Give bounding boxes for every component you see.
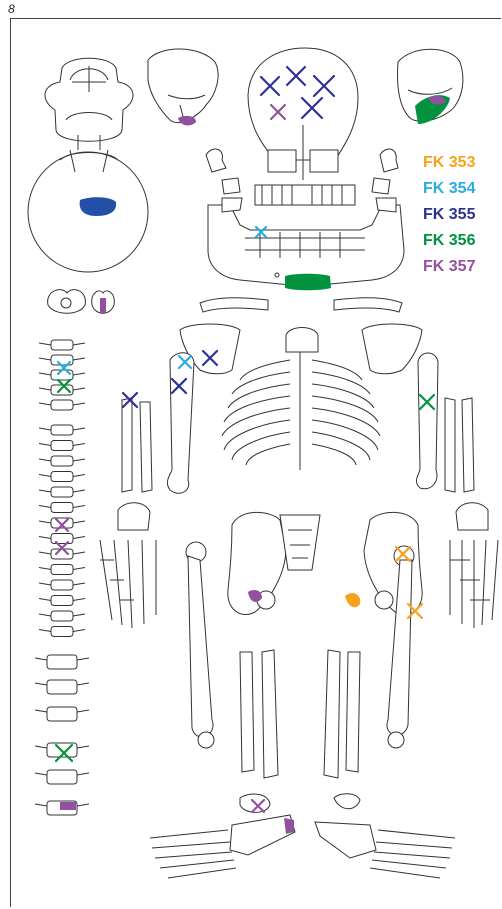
arm-left <box>122 353 194 494</box>
pelvis <box>228 512 422 614</box>
vertebra <box>39 400 85 410</box>
vertebra <box>39 627 85 637</box>
foot-left <box>150 794 295 878</box>
vertebra <box>39 340 85 350</box>
vertebra <box>39 549 85 559</box>
legend-item: FK 355 <box>423 202 475 228</box>
hand-right <box>450 503 498 628</box>
hand-left <box>100 503 156 628</box>
vertebra <box>39 565 85 575</box>
fk353-mark-right-ischium <box>345 593 360 607</box>
fk357-mark-sacrum <box>60 802 76 810</box>
vertebra <box>39 596 85 606</box>
foot-right <box>315 794 455 878</box>
fk357-mark-axis <box>100 298 106 313</box>
vertebral-column <box>35 340 89 815</box>
vertebra <box>35 770 89 784</box>
legend-item: FK 353 <box>423 150 475 176</box>
skull-top-view <box>28 58 148 272</box>
vertebra <box>35 680 89 694</box>
vertebra <box>39 441 85 451</box>
vertebra <box>39 503 85 513</box>
legend: FK 353FK 354FK 355FK 356FK 357 <box>423 150 475 280</box>
vertebra <box>39 534 85 544</box>
vertebra <box>39 355 85 365</box>
leg-right <box>324 546 414 778</box>
ribcage <box>222 328 380 471</box>
skull-front-view <box>208 48 404 290</box>
vertebra <box>39 487 85 497</box>
legend-item: FK 356 <box>423 228 475 254</box>
vertebra <box>35 655 89 669</box>
legend-item: FK 357 <box>423 254 475 280</box>
vertebra <box>39 472 85 482</box>
vertebra <box>39 456 85 466</box>
vertebra <box>39 580 85 590</box>
skull-lateral-right <box>398 49 463 124</box>
legend-item: FK 354 <box>423 176 475 202</box>
arm-right <box>416 353 474 492</box>
vertebra <box>35 707 89 721</box>
fk356-mark-mandible <box>285 274 331 291</box>
cervical-top <box>48 290 115 314</box>
skull-lateral-left <box>148 49 218 126</box>
vertebra <box>39 611 85 621</box>
vertebra <box>39 425 85 435</box>
